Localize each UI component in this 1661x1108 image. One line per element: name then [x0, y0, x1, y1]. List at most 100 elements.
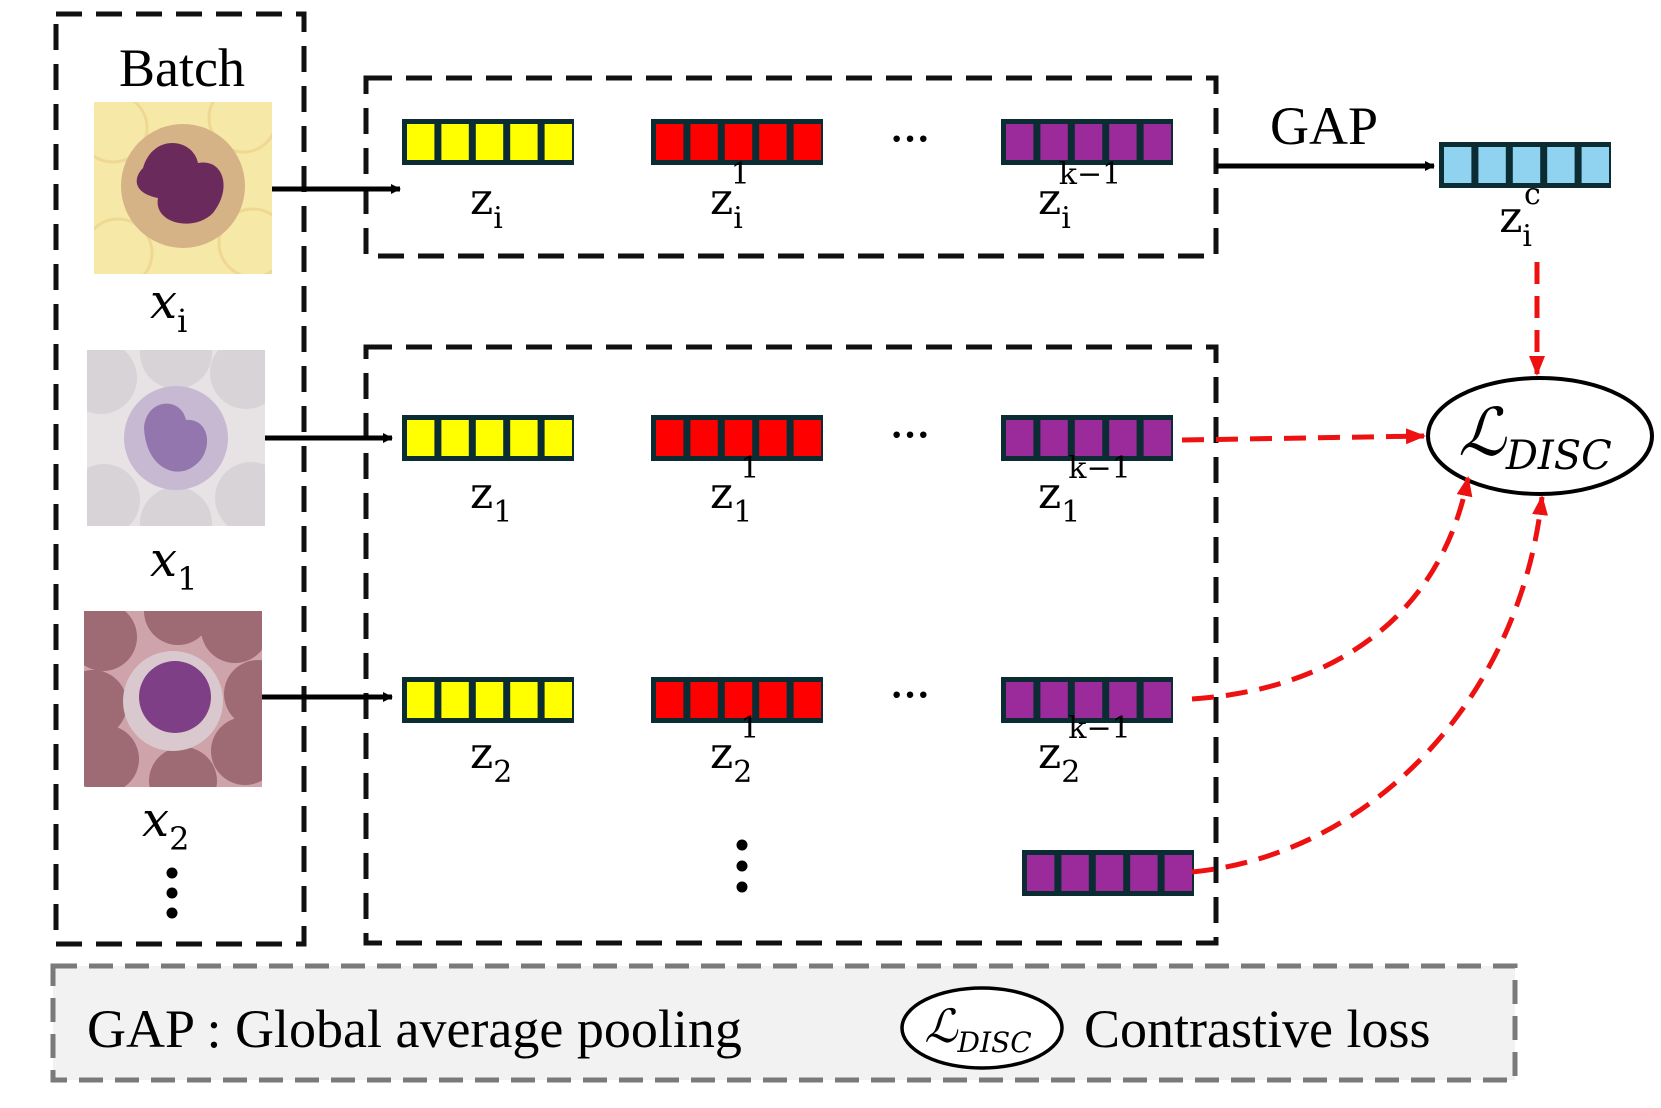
- feature-vector-r0-c1: [651, 119, 823, 165]
- feature-vector-r2-c0-cell: [407, 682, 435, 718]
- background-cell: [149, 747, 217, 787]
- row-ellipsis-2: ···: [890, 672, 930, 717]
- feature-label-r0-c0: zi: [470, 174, 503, 236]
- feature-vector-r0-c1-cell: [690, 124, 718, 160]
- feature-vectors: [402, 119, 1611, 896]
- loss-arrow-row-2: [1191, 476, 1473, 702]
- feature-vector-r2-c2-cell: [1074, 682, 1103, 718]
- loss-arrow-extra: [1191, 495, 1549, 875]
- background-cell: [217, 207, 272, 274]
- feature-vector-r2-c0-cell: [441, 682, 469, 718]
- feature-vector-r1-c2-cell: [1040, 420, 1068, 456]
- loss-arrows: [1181, 262, 1549, 875]
- feature-vector-r1-c1-cell: [724, 420, 753, 456]
- feature-vector-r0-c2-cell: [1006, 124, 1034, 160]
- feature-vector-r1-c1-cell: [759, 420, 787, 456]
- image-caption-0: xi: [150, 274, 187, 340]
- background-cell: [210, 350, 265, 409]
- image-caption-1: x1: [150, 532, 197, 598]
- gap-output-vector-cell: [1512, 147, 1541, 183]
- row-ellipsis-i: ···: [890, 116, 930, 161]
- background-cell: [84, 670, 127, 738]
- feature-vector-r2-c1-cell: [690, 682, 718, 718]
- gap-output-vector-cell: [1547, 147, 1575, 183]
- batch-box: [53, 11, 307, 947]
- feature-vector-r2-c0-cell: [510, 682, 538, 718]
- feature-vector-r0-c2-cell: [1143, 124, 1171, 160]
- gap-label: GAP: [1270, 96, 1378, 156]
- feature-vector-r1-c0-cell: [544, 420, 572, 456]
- feature-vector-r0-c1-cell: [759, 124, 787, 160]
- feature-vector-r2-c1-cell: [759, 682, 787, 718]
- feature-vector-r2-c0-cell: [475, 682, 504, 718]
- background-cell: [87, 350, 137, 414]
- feature-vector-r2-c0-cell: [544, 682, 572, 718]
- cell-images: [84, 102, 272, 787]
- legend-box: [50, 963, 1518, 1083]
- background-cell: [84, 611, 137, 671]
- feature-vector-extra-cell: [1130, 855, 1158, 891]
- feature-vector-r2-c2-cell: [1143, 682, 1171, 718]
- feature-vector-extra-cell: [1027, 855, 1055, 891]
- feature-vector-r1-c2-cell: [1006, 420, 1034, 456]
- background-cell: [94, 217, 154, 274]
- background-cell: [94, 102, 149, 164]
- loss-arrow-row-1: [1181, 428, 1426, 445]
- feature-label-r0-c2: zik−1: [1038, 157, 1121, 236]
- background-cell: [201, 611, 262, 663]
- feature-labels: zi zi1 zik−1 z1 z11 z1k−1 z2 z21 z2k−1: [470, 157, 1131, 790]
- batch-features-box: [363, 344, 1219, 946]
- feature-label-r2-c1: z21: [710, 711, 759, 790]
- feature-vector-r2-c2: [1001, 677, 1173, 723]
- feature-vector-r1-c1-cell: [656, 420, 684, 456]
- feature-label-r1-c1: z11: [710, 451, 759, 530]
- background-cell: [207, 102, 272, 154]
- feature-vector-r2-c1-cell: [656, 682, 684, 718]
- feature-vector-r2-c1: [651, 677, 823, 723]
- loss-label: ℒDISC: [1458, 394, 1611, 479]
- vertical-ellipsis-features: [736, 839, 748, 893]
- feature-vector-r2-c1-cell: [793, 682, 821, 718]
- feature-vector-r0-c0-cell: [441, 124, 469, 160]
- feature-vector-r0-c0: [402, 119, 574, 165]
- feature-label-r2-c0: z2: [470, 728, 512, 790]
- background-cell: [211, 717, 262, 785]
- legend-gap-text: GAP : Global average pooling: [87, 999, 742, 1059]
- feature-vector-r0-c0-cell: [407, 124, 435, 160]
- feature-vector-r1-c2: [1001, 415, 1173, 461]
- feature-vector-r1-c1-cell: [793, 420, 821, 456]
- feature-vector-r2-c2-cell: [1109, 682, 1137, 718]
- batch-label: Batch: [119, 38, 245, 98]
- gap-output-label: zic: [1499, 177, 1541, 254]
- row-ellipsis-1: ···: [890, 412, 930, 457]
- feature-vector-r1-c1-cell: [690, 420, 718, 456]
- image-captions: xi x1 x2: [142, 274, 197, 858]
- feature-vector-r0-c1-cell: [724, 124, 753, 160]
- feature-vector-r0-c1-cell: [656, 124, 684, 160]
- cell-nucleus: [139, 661, 211, 733]
- feature-vector-r1-c0-cell: [475, 420, 504, 456]
- image-caption-2: x2: [142, 792, 189, 858]
- gap-output-vector: [1439, 142, 1611, 188]
- feature-label-r0-c1: zi1: [710, 157, 750, 236]
- feature-vector-extra-cell: [1164, 855, 1192, 891]
- feature-vector-r2-c1-cell: [724, 682, 753, 718]
- feature-vector-extra-cell: [1061, 855, 1089, 891]
- background-cell: [144, 611, 212, 645]
- legend-loss-ellipse: [900, 986, 1064, 1070]
- feature-vector-r2-c2-cell: [1040, 682, 1068, 718]
- feature-vector-r2-c0: [402, 677, 574, 723]
- feature-vector-r0-c0-cell: [544, 124, 572, 160]
- legend-loss-symbol: ℒDISC: [924, 999, 1031, 1059]
- feature-label-r1-c0: z1: [470, 468, 512, 530]
- feature-vector-r1-c0: [402, 415, 574, 461]
- feature-vector-r0-c2-cell: [1040, 124, 1068, 160]
- feature-vector-r0-c0-cell: [475, 124, 504, 160]
- feature-label-r1-c2: z1k−1: [1038, 451, 1131, 530]
- feature-vector-r1-c0-cell: [441, 420, 469, 456]
- feature-vector-r1-c2-cell: [1109, 420, 1137, 456]
- feature-label-r2-c2: z2k−1: [1038, 711, 1131, 790]
- background-cell: [140, 350, 212, 389]
